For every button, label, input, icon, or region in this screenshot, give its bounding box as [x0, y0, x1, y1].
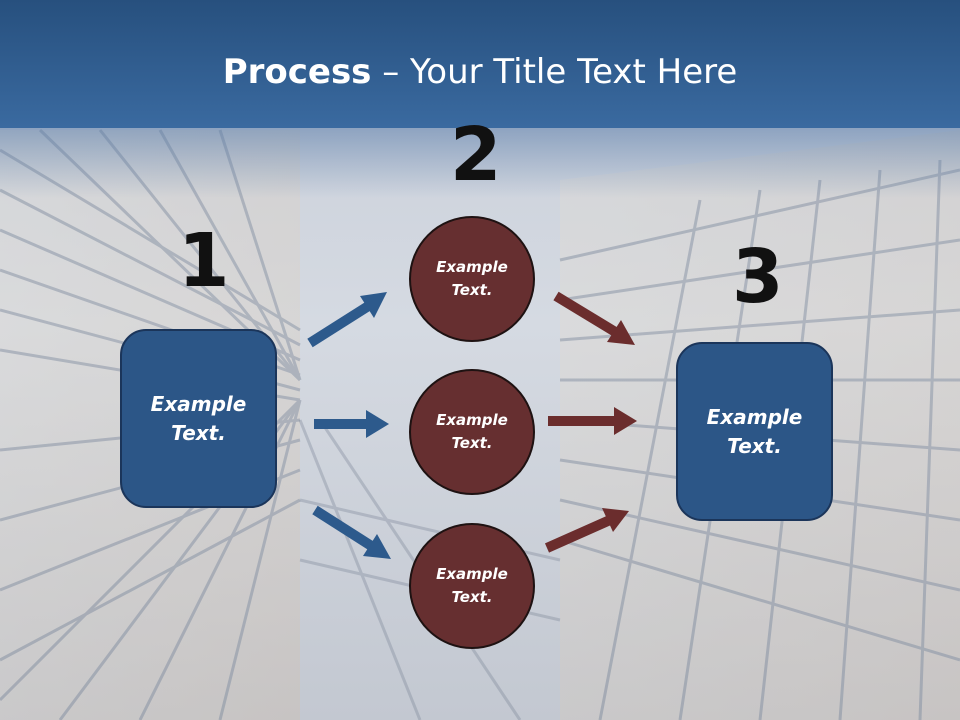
step-2-circle-middle[interactable]: Example Text. [409, 369, 535, 495]
step-2-circle-bottom-label: Example Text. [436, 563, 508, 609]
step-2-circle-top-line1: Example [436, 258, 508, 276]
title-bar-fade [0, 128, 960, 198]
step-1-label: Example Text. [145, 390, 253, 448]
step-1-number: 1 [178, 218, 230, 304]
step-1-box[interactable]: Example Text. [120, 329, 277, 508]
arrow-bottom-to-step3 [544, 508, 629, 553]
step-3-box[interactable]: Example Text. [676, 342, 833, 521]
arrow-step1-to-middle [314, 410, 389, 438]
slide-title[interactable]: Process – Your Title Text Here [0, 52, 960, 92]
step-2-circle-top[interactable]: Example Text. [409, 216, 535, 342]
step-2-circle-bottom-line1: Example [436, 565, 508, 583]
step-3-label: Example Text. [701, 403, 809, 461]
step-3-label-line2: Text. [727, 433, 782, 458]
arrow-top-to-step3 [553, 291, 635, 345]
arrow-middle-to-step3 [548, 407, 637, 435]
title-bar [0, 0, 960, 128]
title-rest: – Your Title Text Here [371, 52, 738, 92]
step-2-circle-top-label: Example Text. [436, 256, 508, 302]
arrow-step1-to-top [307, 292, 387, 348]
step-2-circle-bottom[interactable]: Example Text. [409, 523, 535, 649]
arrow-step1-to-bottom [312, 505, 391, 559]
step-1-label-line1: Example [150, 391, 247, 416]
step-2-circle-top-line2: Text. [451, 281, 493, 299]
step-2-number: 2 [450, 112, 502, 198]
step-2-circle-middle-line2: Text. [451, 434, 493, 452]
step-2-circle-bottom-line2: Text. [451, 588, 493, 606]
step-1-label-line2: Text. [171, 420, 226, 445]
step-2-circle-middle-label: Example Text. [436, 409, 508, 455]
title-bold: Process [222, 52, 372, 92]
step-3-number: 3 [732, 234, 784, 320]
step-3-label-line1: Example [706, 404, 803, 429]
step-2-circle-middle-line1: Example [436, 411, 508, 429]
